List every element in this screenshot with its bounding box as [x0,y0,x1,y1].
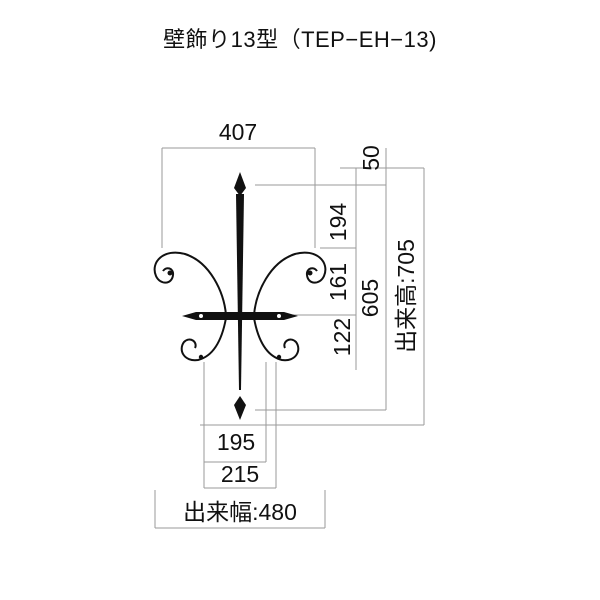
rivet [277,314,281,318]
dim-total-height: 出来高:705 [393,239,419,353]
scroll-tip-left [167,270,173,276]
dim-lower-section: 122 [329,318,355,356]
dim-mount-height: 605 [357,279,383,317]
dim-total-width: 出来幅:480 [183,499,297,525]
rivet [199,314,203,318]
page-title: 壁飾り13型（TEP−EH−13) [163,27,437,52]
dim-upper-section: 194 [325,203,351,242]
wall-ornament [153,172,327,420]
scroll-upper-right [253,251,327,316]
spear-bottom [234,396,246,420]
scroll-lower-right [253,317,300,362]
dim-inner-width: 195 [217,429,255,455]
cross-bar [182,312,298,320]
scroll-upper-left [153,251,227,316]
scroll-tip-right [307,270,313,276]
rivet [198,354,204,360]
spear-top [234,172,246,196]
rivet [276,354,282,360]
spear-shaft [236,194,244,390]
dim-middle-section: 161 [325,263,351,301]
dim-top-gap: 50 [358,145,384,171]
scroll-lower-left [180,317,227,362]
dim-overall-width: 407 [219,119,257,145]
dim-outer-width: 215 [221,461,259,487]
dimension-lines [154,147,425,529]
